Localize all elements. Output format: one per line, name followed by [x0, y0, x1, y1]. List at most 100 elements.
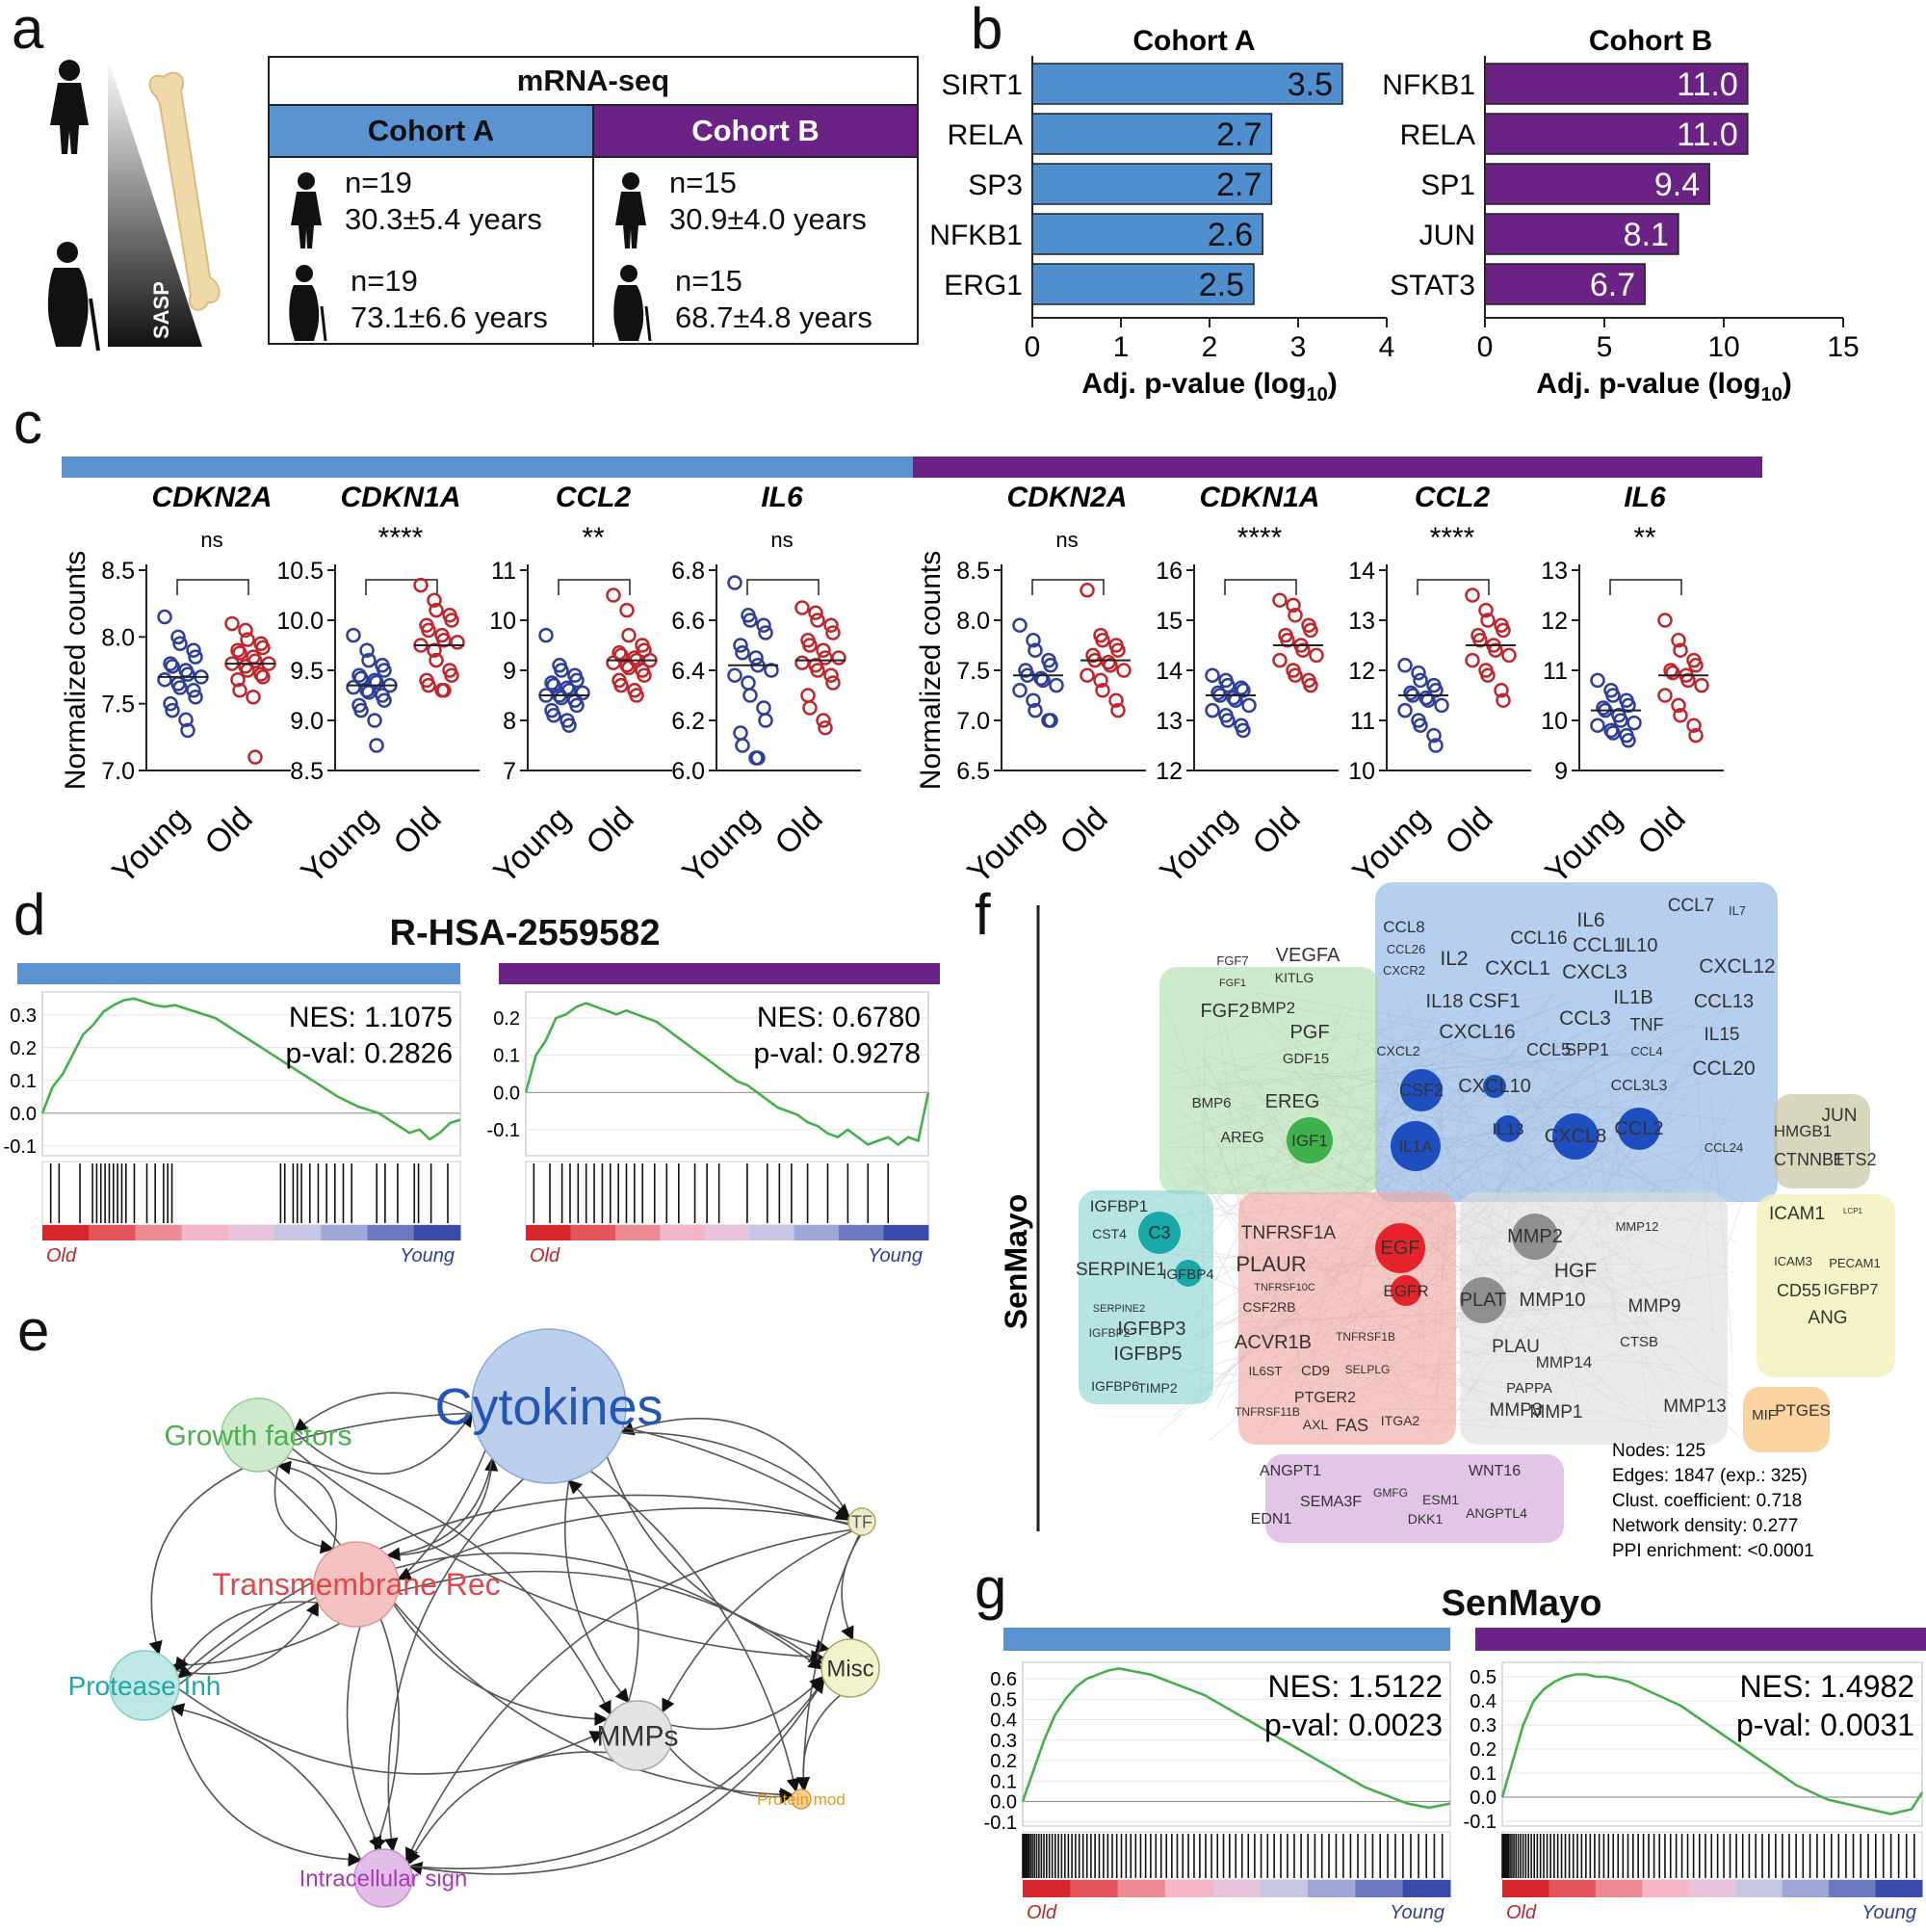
young-point [538, 627, 554, 643]
bar-jun [1484, 213, 1679, 255]
gene-label: CCL20 [1692, 1057, 1755, 1080]
old-point [825, 675, 841, 691]
bar-value-label: 11.0 [1677, 66, 1738, 103]
rank-gradient-segment [704, 1225, 750, 1240]
node-circle [820, 1638, 880, 1698]
y-tick-label: 11 [1350, 708, 1375, 735]
significance-bracket [558, 579, 631, 595]
sasp-label: SASP [149, 281, 173, 339]
y-tick-label: 0.1 [990, 1771, 1017, 1792]
old-point [444, 613, 459, 628]
y-tick-label: 0.1 [493, 1046, 520, 1067]
young-point [1205, 702, 1220, 718]
old-point [1103, 658, 1118, 673]
network-edge [662, 1529, 853, 1713]
cohort-a-bar-g [1003, 1628, 1450, 1651]
enrichment-curve [1500, 1673, 1924, 1815]
cohort-a-old-n: n=19 [351, 264, 418, 298]
network-edge [407, 1679, 825, 1876]
y-tick-label: 0.5 [990, 1689, 1017, 1710]
young-point [172, 680, 188, 695]
network-edge [148, 1467, 244, 1656]
network-stat: Clust. coefficient: 0.718 [1612, 1491, 1802, 1511]
old-point [810, 663, 825, 678]
y-tick-label: 14 [1348, 558, 1375, 585]
gene-title: IL6 [1624, 482, 1666, 513]
y-tick-label: 0.3 [1470, 1715, 1497, 1736]
y-tick-label: 9 [1554, 758, 1568, 785]
node-circle [471, 1328, 627, 1484]
panel-label-c: c [13, 391, 42, 456]
cohort-b-header: Cohort B [594, 106, 917, 156]
young-point [186, 642, 201, 658]
rank-gradient-segment [42, 1225, 90, 1240]
network-edge [563, 1480, 630, 1704]
network-edge [267, 1469, 401, 1852]
gene-label: IL18 [1426, 991, 1464, 1012]
cohort-a-young-n: n=19 [345, 166, 412, 199]
gene-node-label: EGFR [1383, 1282, 1428, 1300]
young-point [742, 613, 758, 628]
x-tick-label: 5 [1597, 331, 1613, 363]
gene-label: FGF7 [1216, 953, 1248, 968]
rank-gradient-segment [367, 1225, 415, 1240]
y-tick-label: 7.0 [101, 758, 135, 785]
bar-rela [1031, 113, 1273, 155]
rank-gradient-segment [1549, 1880, 1597, 1897]
x-category-label: Young [675, 800, 766, 886]
young-point [1043, 713, 1058, 728]
network-edge [178, 1552, 823, 1685]
gene-node-label: CSF2 [1399, 1081, 1444, 1100]
old-point [1309, 647, 1324, 664]
node-proteinmod: Protein mod [757, 1788, 846, 1810]
gene-label: GDF15 [1283, 1051, 1329, 1067]
rank-gradient-segment [1642, 1880, 1690, 1897]
young-point [367, 672, 382, 689]
node-growth: Growth factors [164, 1397, 352, 1473]
y-tick-label: 9.5 [290, 658, 324, 685]
nes-label: NES: 1.4982 [1740, 1669, 1914, 1704]
x-tick-label: 0 [1025, 331, 1041, 363]
node-intracellular: Intracellular sign [299, 1848, 467, 1908]
y-tick-label: 6.4 [671, 658, 705, 685]
gene-label: EREG [1265, 1091, 1320, 1112]
old-point [818, 720, 833, 736]
young-point [1035, 672, 1051, 689]
young-point [1428, 738, 1444, 753]
bar-value-label: 9.4 [1654, 167, 1700, 203]
old-point [1665, 665, 1680, 681]
node-circle [791, 1788, 812, 1810]
old-point [1680, 672, 1696, 689]
young-point [1596, 700, 1611, 716]
gene-label: PECAM1 [1829, 1256, 1880, 1270]
x-category-label: Old [386, 800, 448, 862]
node-label: Misc [826, 1656, 873, 1682]
gene-label: PAPPA [1506, 1380, 1552, 1397]
old-point [1108, 692, 1124, 708]
young-point [1043, 658, 1058, 673]
old-point [619, 658, 635, 673]
network-stat: Edges: 1847 (exp.: 325) [1612, 1466, 1808, 1486]
old-point [232, 683, 247, 698]
network-edge [393, 1604, 609, 1727]
y-tick-label: 14 [1156, 658, 1183, 685]
y-tick-label: 10 [1348, 758, 1375, 785]
y-tick-label: 10 [489, 608, 516, 635]
y-axis-label: Normalized counts [915, 551, 947, 790]
y-tick-label: 8.0 [956, 608, 990, 635]
old-point [429, 602, 444, 618]
young-point [1590, 672, 1605, 689]
old-point [427, 592, 442, 608]
old-point [444, 667, 459, 683]
gene-label: CXCL1 [1485, 957, 1550, 979]
young-point [1397, 702, 1413, 718]
y-tick-label: 12 [1348, 658, 1375, 685]
y-tick-label: 13 [1348, 608, 1375, 635]
old-point [1280, 633, 1295, 648]
node-circle [847, 1507, 876, 1536]
significance-label: ** [582, 522, 605, 554]
